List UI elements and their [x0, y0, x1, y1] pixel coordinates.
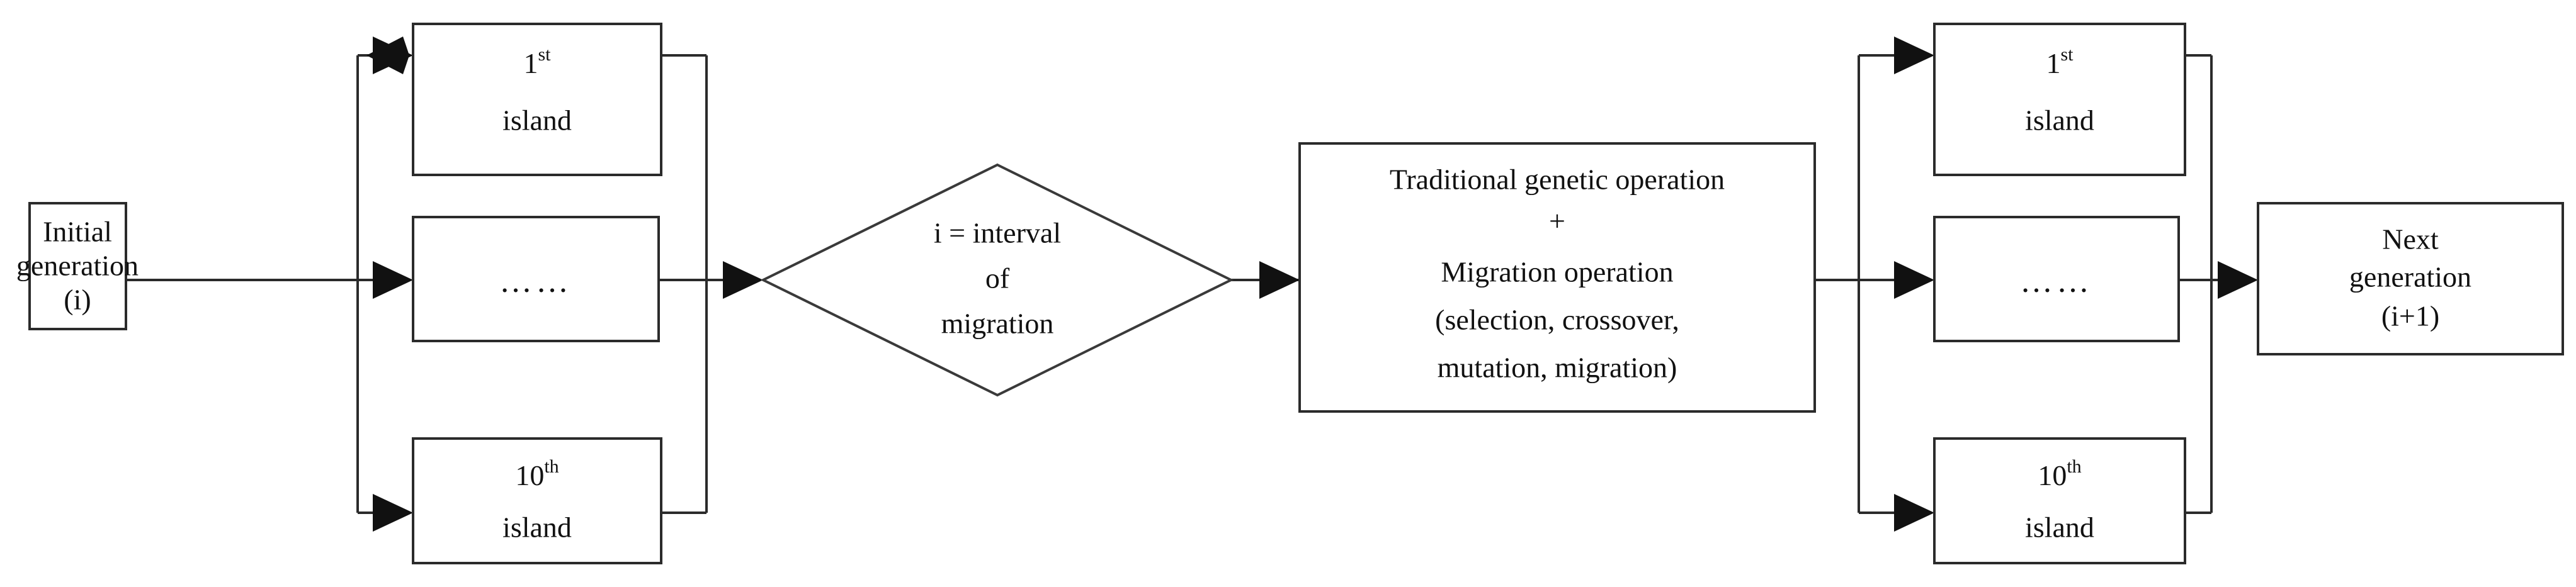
- node-right-island-middle[interactable]: ……: [1933, 216, 2180, 342]
- arrowhead-next-generation-input: [2218, 261, 2258, 299]
- left-island-middle-ellipsis: ……: [499, 264, 572, 299]
- next-generation-line3: (i+1): [2381, 300, 2439, 332]
- right-island-first-box[interactable]: [1933, 23, 2186, 176]
- decision-migration-line3: migration: [941, 308, 1054, 340]
- right-island-tenth-suffix: th: [2067, 456, 2081, 477]
- arrowhead-decision-input: [723, 261, 763, 299]
- left-island-first-line2: island: [502, 104, 572, 137]
- node-left-island-middle[interactable]: ……: [412, 216, 660, 342]
- left-island-tenth-suffix: th: [544, 456, 559, 477]
- left-island-first-number: 1: [523, 47, 538, 79]
- genetic-operation-line1: Traditional genetic operation: [1390, 164, 1725, 196]
- left-island-tenth-ordinal: 10th: [515, 456, 559, 491]
- right-island-first-suffix: st: [2060, 44, 2074, 65]
- arrowhead-left-island-first-solid: [373, 36, 413, 74]
- left-island-first-ordinal: 1st: [523, 44, 551, 79]
- arrowhead-operation-input: [1259, 261, 1300, 299]
- arrowhead-left-island-tenth: [373, 494, 413, 532]
- arrowhead-left-island-middle: [373, 261, 413, 299]
- decision-migration-line1: i = interval: [934, 217, 1061, 249]
- right-island-first-ordinal: 1st: [2046, 44, 2074, 79]
- arrowhead-right-island-middle: [1894, 261, 1934, 299]
- arrowhead-right-island-first: [1894, 36, 1934, 74]
- initial-generation-box[interactable]: [28, 202, 127, 330]
- node-decision-migration[interactable]: i = interval of migration: [760, 163, 1234, 397]
- decision-migration-diamond[interactable]: [760, 163, 1234, 397]
- next-generation-box[interactable]: [2257, 202, 2564, 355]
- edge-layer: [126, 36, 2258, 532]
- next-generation-line1: Next: [2382, 223, 2439, 255]
- node-left-island-first[interactable]: 1st island: [412, 23, 662, 176]
- right-island-tenth-line2: island: [2025, 512, 2094, 544]
- left-island-tenth-number: 10: [515, 459, 544, 491]
- arrowhead-right-island-tenth: [1894, 494, 1934, 532]
- initial-generation-line1: Initial: [43, 216, 112, 248]
- initial-generation-line2: generation: [16, 250, 139, 282]
- genetic-operation-line3: Migration operation: [1441, 256, 1673, 288]
- initial-generation-line3: (i): [64, 284, 91, 316]
- node-initial-generation[interactable]: Initial generation (i): [16, 202, 139, 330]
- right-island-tenth-box[interactable]: [1933, 437, 2186, 564]
- right-island-tenth-ordinal: 10th: [2038, 456, 2081, 491]
- node-left-island-tenth[interactable]: 10th island: [412, 437, 662, 564]
- genetic-operation-line5: mutation, migration): [1438, 352, 1677, 384]
- left-island-tenth-line2: island: [502, 512, 572, 544]
- node-right-island-first[interactable]: 1st island: [1933, 23, 2186, 176]
- right-island-tenth-number: 10: [2038, 459, 2067, 491]
- right-island-middle-box[interactable]: [1933, 216, 2180, 342]
- decision-migration-line2: of: [985, 262, 1010, 294]
- left-island-first-box[interactable]: [412, 23, 662, 176]
- right-island-first-number: 1: [2046, 47, 2060, 79]
- node-next-generation[interactable]: Next generation (i+1): [2257, 202, 2564, 355]
- node-right-island-tenth[interactable]: 10th island: [1933, 437, 2186, 564]
- left-island-middle-box[interactable]: [412, 216, 660, 342]
- genetic-operation-line2: +: [1549, 205, 1565, 237]
- genetic-operation-box[interactable]: [1298, 142, 1816, 413]
- left-island-first-suffix: st: [538, 44, 551, 65]
- node-genetic-operation[interactable]: Traditional genetic operation + Migratio…: [1298, 142, 1816, 413]
- left-island-tenth-box[interactable]: [412, 437, 662, 564]
- right-island-first-line2: island: [2025, 104, 2094, 137]
- next-generation-line2: generation: [2349, 261, 2471, 293]
- genetic-operation-line4: (selection, crossover,: [1435, 304, 1679, 336]
- right-island-middle-ellipsis: ……: [2020, 264, 2093, 299]
